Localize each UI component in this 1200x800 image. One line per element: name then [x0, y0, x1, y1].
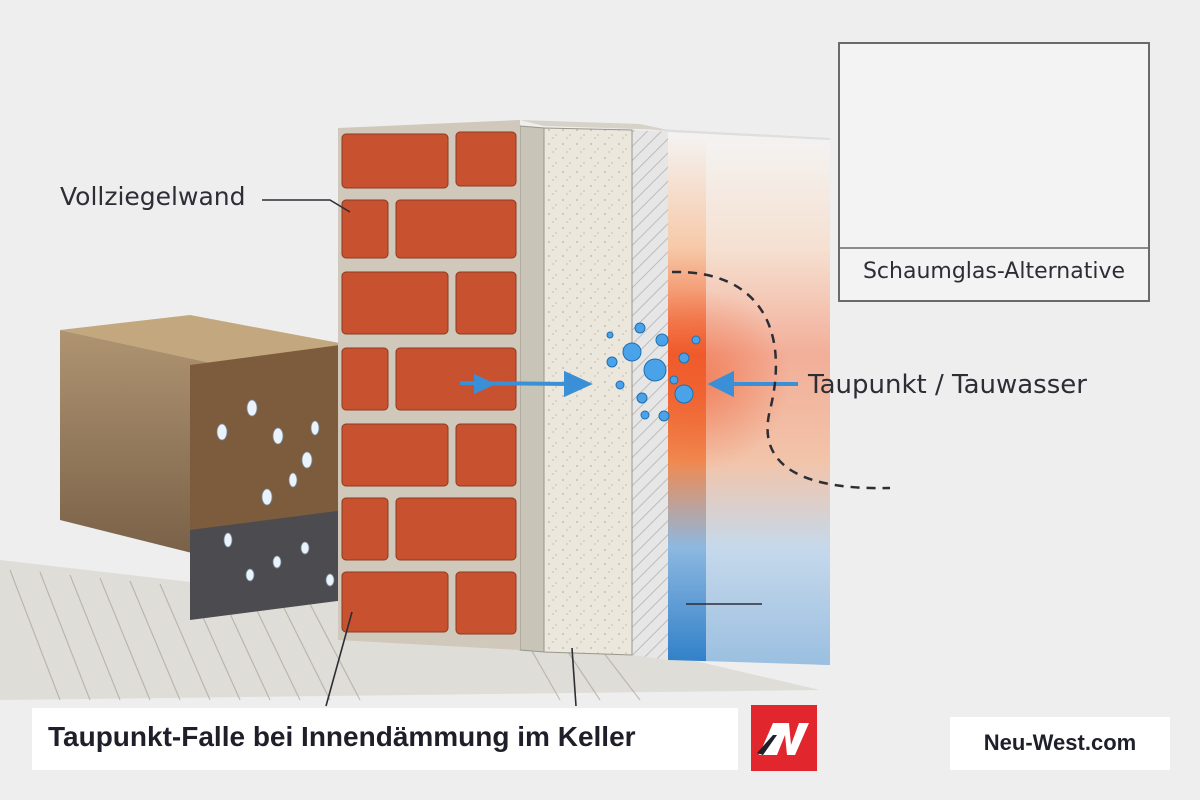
page-title: Taupunkt-Falle bei Innendämmung im Kelle…: [48, 721, 636, 753]
brand-logo: [751, 705, 817, 771]
title-banner: Taupunkt-Falle bei Innendämmung im Kelle…: [32, 708, 738, 770]
brand-site-link[interactable]: Neu-West.com: [950, 730, 1170, 756]
inset-divider: [840, 247, 1148, 249]
nw-logo-icon: [751, 705, 817, 771]
insulation-layer: [544, 128, 632, 655]
label-vollziegelwand: Vollziegelwand: [60, 182, 245, 211]
inset-panel: Schaumglas-Alternative: [838, 42, 1150, 302]
inset-title: Schaumglas-Alternative: [840, 259, 1148, 284]
brand-badge[interactable]: Neu-West.com: [950, 717, 1170, 770]
label-taupunkt: Taupunkt / Tauwasser: [808, 370, 1087, 400]
